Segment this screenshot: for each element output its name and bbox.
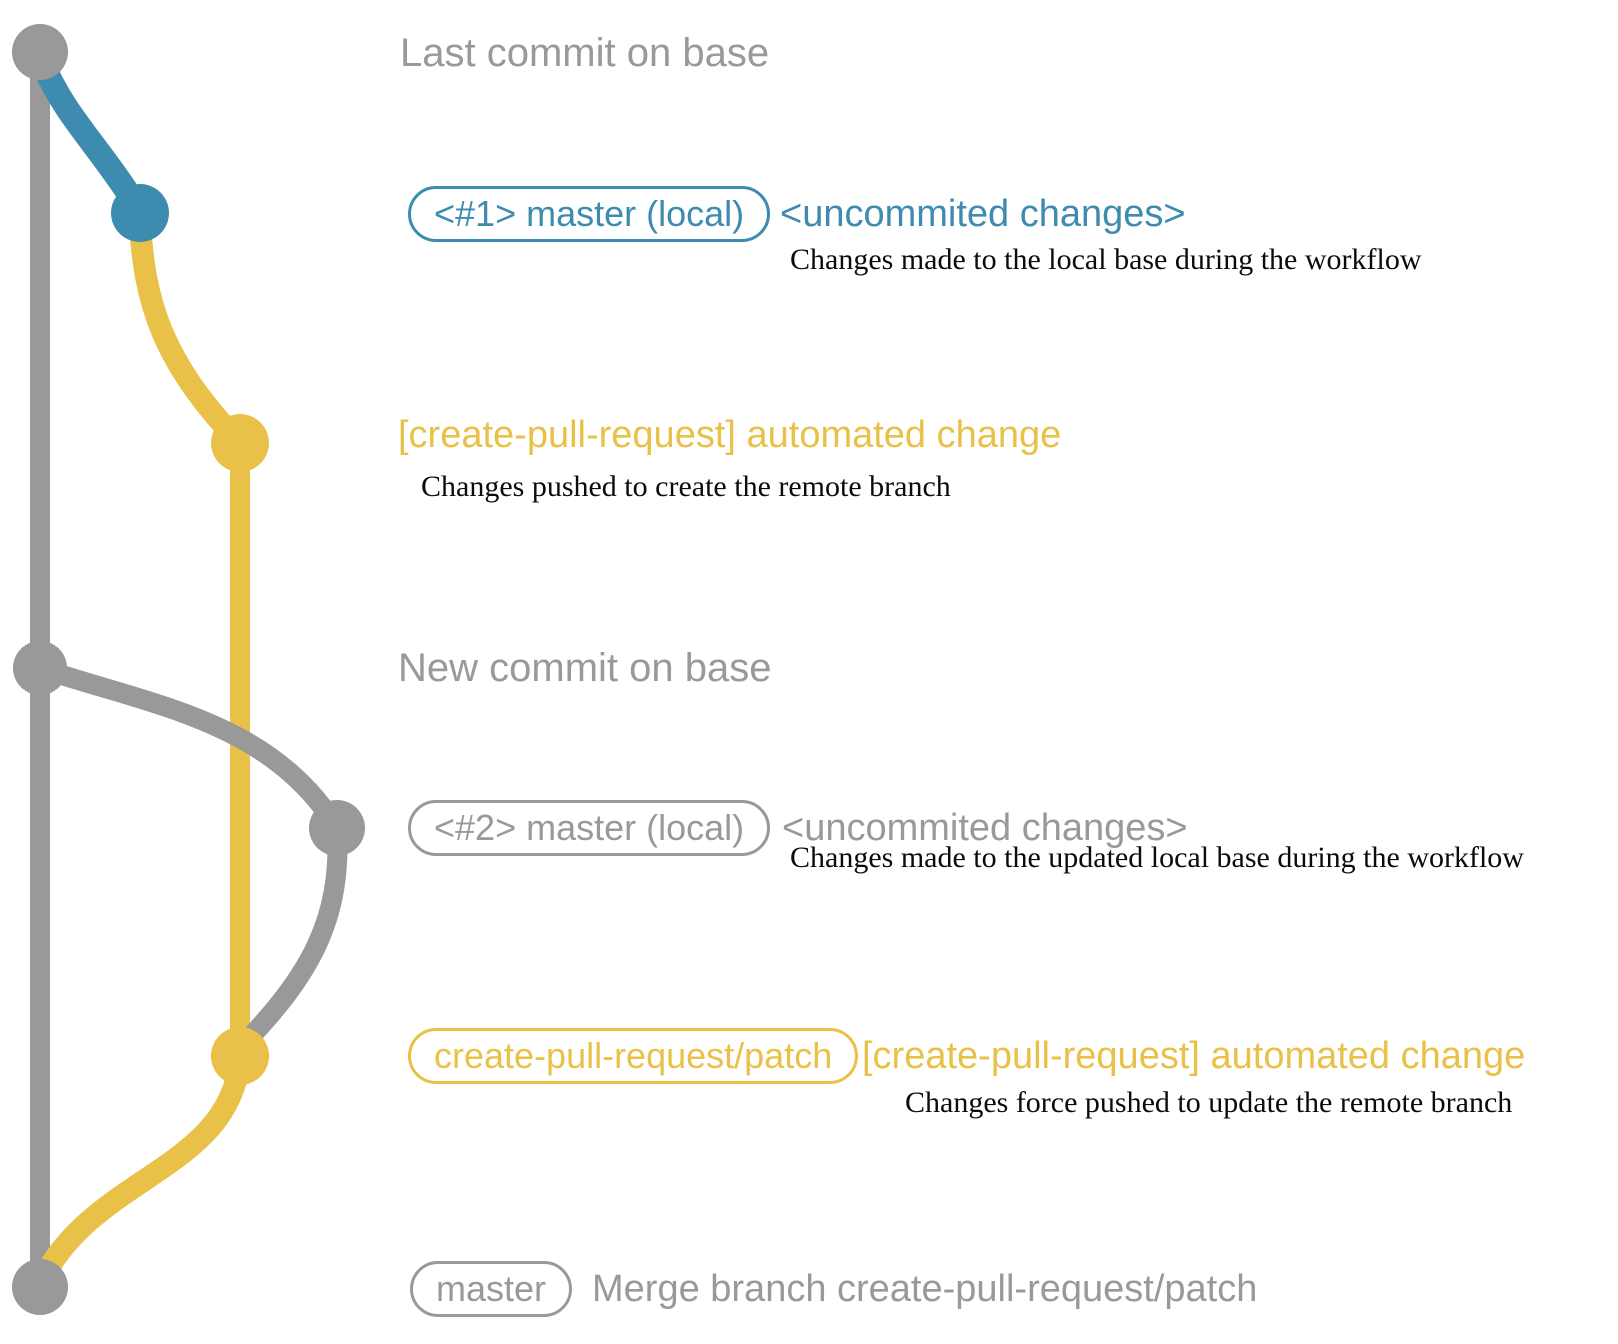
push-create-description: Changes pushed to create the remote bran…: [421, 470, 951, 503]
branch-to-patch-commit-1: [129, 224, 248, 451]
badge-local-master-2: <#2> master (local): [408, 800, 771, 856]
badge-local-master-1: <#1> master (local): [408, 186, 771, 242]
commit-local-master-2: [309, 800, 365, 856]
automated-change-2-label: [create-pull-request] automated change: [862, 1035, 1526, 1077]
force-push-description: Changes force pushed to update the remot…: [905, 1086, 1513, 1119]
commit-local-master-1: [111, 184, 169, 242]
merge-commit-label: Merge branch create-pull-request/patch: [592, 1268, 1258, 1310]
commit-patch-1: [211, 414, 269, 472]
commit-new-on-base: [13, 641, 67, 695]
badge-master: master: [410, 1261, 573, 1317]
commit-merge-on-base: [12, 1259, 68, 1315]
badge-create-pull-request-patch: create-pull-request/patch: [408, 1028, 859, 1084]
automated-change-1-label: [create-pull-request] automated change: [398, 414, 1062, 456]
local-changes-2-description: Changes made to the updated local base d…: [790, 841, 1524, 874]
commit-patch-2: [211, 1027, 269, 1085]
branch-to-local-master-1: [30, 57, 149, 215]
merge-patch-into-base: [32, 1056, 251, 1286]
last-commit-label: Last commit on base: [400, 31, 770, 75]
force-push-to-patch-commit-2: [234, 827, 348, 1053]
uncommitted-changes-1-label: <uncommited changes>: [780, 193, 1186, 235]
uncommitted-changes-2-label: <uncommited changes>: [782, 807, 1188, 849]
local-changes-1-description: Changes made to the local base during th…: [790, 243, 1422, 276]
new-commit-label: New commit on base: [398, 646, 772, 690]
branch-to-local-master-2: [36, 658, 346, 834]
commit-last-on-base: [12, 24, 68, 80]
